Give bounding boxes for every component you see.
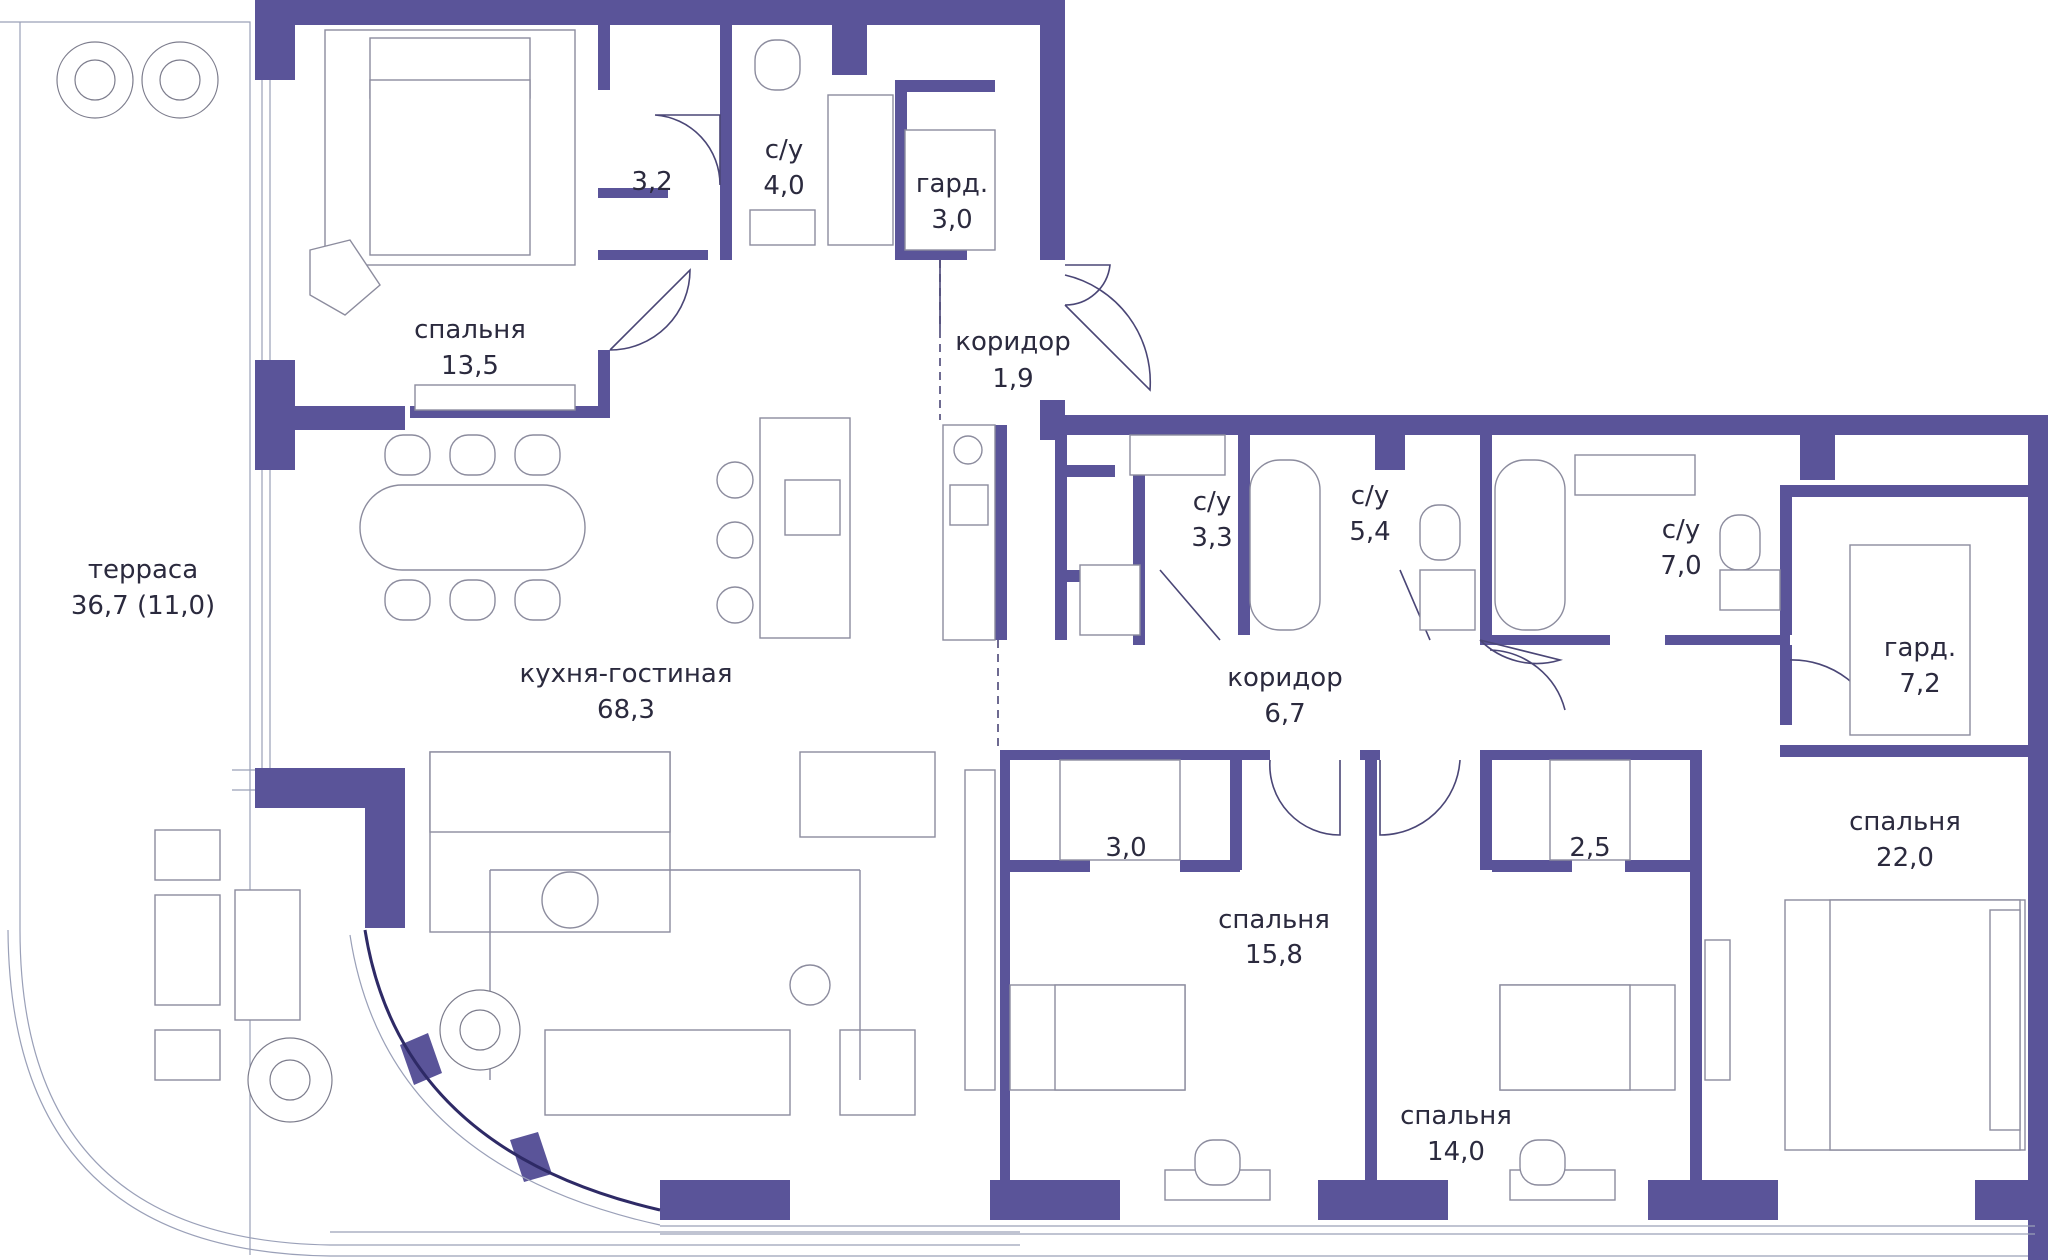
room-area-bedroom-2: 15,8 bbox=[1245, 940, 1303, 970]
terrace-area bbox=[0, 21, 2040, 1257]
room-name-bath-2: с/у bbox=[1193, 487, 1231, 517]
room-name-bedroom-4: спальня bbox=[1849, 807, 1961, 837]
room-area-closet-1: 3,2 bbox=[631, 167, 672, 197]
walls bbox=[255, 0, 2048, 1260]
room-name-bedroom-3: спальня bbox=[1400, 1101, 1512, 1131]
room-area-bath-3: 5,4 bbox=[1349, 517, 1390, 547]
room-area-wardrobe-1: 3,0 bbox=[931, 205, 972, 235]
room-name-bath-3: с/у bbox=[1351, 481, 1389, 511]
room-area-corridor-2: 6,7 bbox=[1264, 699, 1305, 729]
room-area-corridor-1: 1,9 bbox=[992, 364, 1033, 394]
room-area-kitchen-living: 68,3 bbox=[597, 695, 655, 725]
room-area-closet-2: 3,0 bbox=[1105, 833, 1146, 863]
room-name-bath-1: с/у bbox=[765, 135, 803, 165]
room-area-bath-4: 7,0 bbox=[1660, 551, 1701, 581]
plant-icon bbox=[247, 1037, 333, 1123]
furniture bbox=[154, 29, 2026, 1201]
room-name-bath-4: с/у bbox=[1662, 515, 1700, 545]
room-name-wardrobe-1: гард. bbox=[916, 169, 988, 199]
room-area-bedroom-1: 13,5 bbox=[441, 351, 499, 381]
room-name-corridor-1: коридор bbox=[955, 327, 1070, 357]
room-area-terrace: 36,7 (11,0) bbox=[71, 591, 215, 621]
room-area-bedroom-4: 22,0 bbox=[1876, 843, 1934, 873]
room-area-wardrobe-2: 7,2 bbox=[1899, 669, 1940, 699]
plant-icon bbox=[56, 41, 219, 119]
room-area-bath-2: 3,3 bbox=[1191, 523, 1232, 553]
room-labels: терраса 36,7 (11,0) спальня 13,5 3,2 с/у… bbox=[71, 135, 1961, 1167]
doors bbox=[609, 114, 1881, 836]
room-area-closet-3: 2,5 bbox=[1569, 833, 1610, 863]
room-name-corridor-2: коридор bbox=[1227, 663, 1342, 693]
room-name-bedroom-1: спальня bbox=[414, 315, 526, 345]
plant-icon bbox=[439, 989, 521, 1071]
room-area-bath-1: 4,0 bbox=[763, 171, 804, 201]
room-area-bedroom-3: 14,0 bbox=[1427, 1137, 1485, 1167]
plants bbox=[56, 41, 521, 1123]
room-name-bedroom-2: спальня bbox=[1218, 905, 1330, 935]
room-name-kitchen-living: кухня-гостиная bbox=[520, 659, 733, 689]
room-name-wardrobe-2: гард. bbox=[1884, 633, 1956, 663]
room-name-terrace: терраса bbox=[88, 555, 198, 585]
